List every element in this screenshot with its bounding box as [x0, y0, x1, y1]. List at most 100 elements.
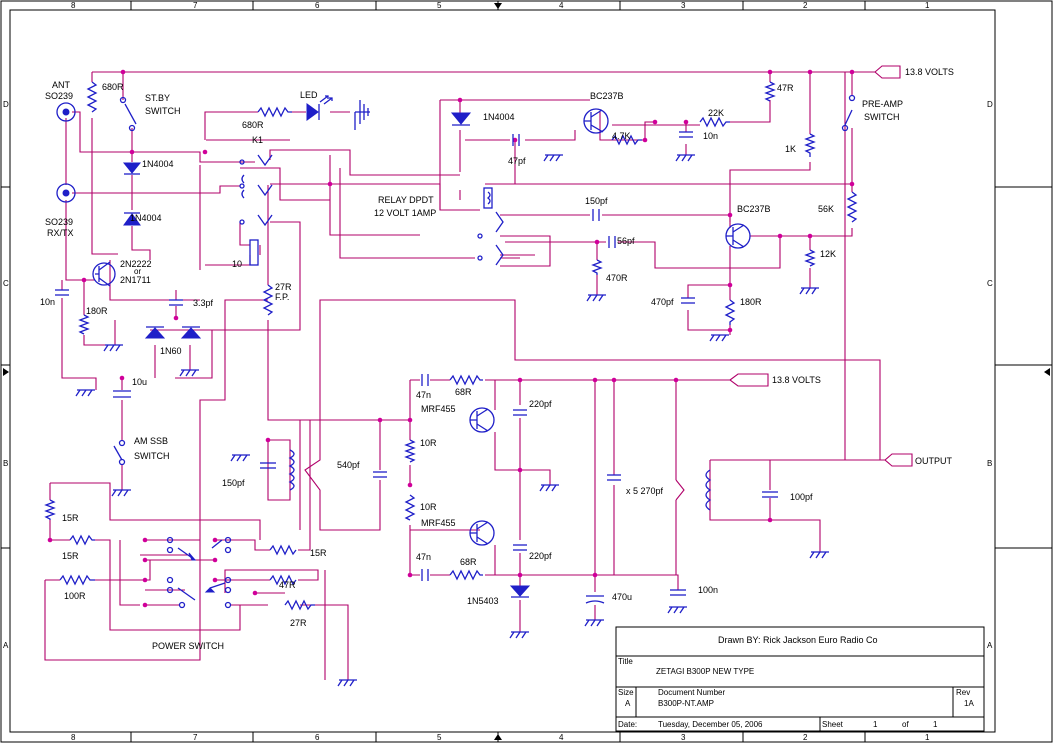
junction — [849, 69, 855, 75]
zone-bottom-2: 2 — [803, 733, 808, 742]
junction — [512, 137, 518, 143]
zone-bottom-1: 1 — [925, 733, 930, 742]
label-27r-fp: 27R — [275, 282, 292, 292]
wiring — [44, 71, 885, 680]
ground-symbol — [709, 334, 729, 342]
date-value: Tuesday, December 05, 2006 — [658, 720, 763, 729]
sheet-total: 1 — [933, 720, 938, 729]
capacitor-10n-left — [55, 289, 69, 296]
power-flag-top — [874, 65, 901, 79]
junction — [81, 277, 87, 283]
zone-top-6: 6 — [315, 1, 320, 10]
title-value: ZETAGI B300P NEW TYPE — [656, 667, 754, 676]
amssb-switch — [113, 439, 126, 466]
capacitor-10n-top — [679, 131, 693, 138]
output-flag — [884, 453, 913, 467]
power-switch-rotary — [166, 536, 232, 609]
label-power-switch: POWER SWITCH — [152, 641, 224, 651]
rev-value: 1A — [964, 699, 974, 708]
resistor-27r-bottom — [284, 599, 315, 611]
label-13-8v-top: 13.8 VOLTS — [905, 67, 954, 77]
junction — [517, 377, 523, 383]
junction-dots — [47, 69, 855, 608]
diode-1n4004-lower — [123, 212, 141, 226]
resistor-180r-mid — [724, 299, 736, 325]
ground-symbol — [584, 619, 604, 627]
junction — [120, 69, 126, 75]
capacitor-47n-bottom — [421, 569, 429, 581]
label-10u: 10u — [132, 377, 147, 387]
resistor-68r-top — [449, 374, 483, 386]
ground-symbol — [354, 100, 370, 130]
label-fp: F.P. — [275, 292, 289, 302]
resistor-100r — [59, 574, 95, 586]
junction — [683, 119, 689, 125]
junction — [592, 377, 598, 383]
sheet-value: 1 — [873, 720, 878, 729]
zone-top-4: 4 — [559, 1, 564, 10]
resistor-22k — [699, 116, 730, 128]
junction — [517, 467, 523, 473]
junction — [119, 375, 125, 381]
led — [306, 95, 333, 121]
date-label: Date: — [618, 720, 637, 729]
label-amssb-switch: SWITCH — [134, 451, 170, 461]
junction — [202, 149, 208, 155]
ground-symbol — [586, 294, 606, 302]
ground-symbol — [809, 551, 829, 559]
ground-symbol — [337, 679, 357, 687]
label-preamp: PRE-AMP — [862, 99, 903, 109]
zone-top-2: 2 — [803, 1, 808, 10]
resistor-27r-fp — [262, 284, 274, 316]
label-k1: K1 — [252, 135, 263, 145]
preamp-switch — [841, 94, 856, 132]
label-47n-b: 47n — [416, 552, 431, 562]
label-27r-b: 27R — [290, 618, 307, 628]
ground-symbol — [667, 606, 687, 614]
zone-left-b: B — [3, 459, 8, 468]
label-rxtx: RX/TX — [47, 228, 74, 238]
junction — [457, 97, 463, 103]
diode-1n4004-relay — [450, 112, 472, 126]
of-label: of — [902, 720, 909, 729]
label-100pf: 100pf — [790, 492, 813, 502]
zone-top-8: 8 — [71, 1, 76, 10]
diode-1n60-left — [144, 326, 166, 339]
junction — [767, 69, 773, 75]
standby-switch — [119, 96, 137, 132]
label-stby: ST.BY — [145, 93, 170, 103]
capacitor-470u — [585, 595, 605, 604]
components — [44, 65, 913, 687]
zone-top-7: 7 — [193, 1, 198, 10]
size-label: Size — [618, 688, 634, 697]
junction — [611, 377, 617, 383]
zone-right-a: A — [987, 641, 993, 650]
capacitor-150pf-left — [260, 462, 276, 469]
label-ant: ANT — [52, 80, 71, 90]
label-470r: 470R — [606, 273, 628, 283]
junction — [517, 572, 523, 578]
junction — [142, 557, 148, 563]
label-680r-mid: 680R — [242, 120, 264, 130]
ground-symbol — [111, 489, 131, 497]
label-220pf-a: 220pf — [529, 399, 552, 409]
label-mrf455-b: MRF455 — [421, 518, 456, 528]
label-12k: 12K — [820, 249, 836, 259]
label-1n4004-a: 1N4004 — [142, 159, 174, 169]
junction — [407, 417, 413, 423]
junction — [592, 572, 598, 578]
resistor-1k — [804, 133, 816, 157]
label-10r-b: 10R — [420, 502, 437, 512]
power-flag-mid — [729, 373, 769, 387]
junction — [142, 577, 148, 583]
label-relay-dpdt: RELAY DPDT — [378, 195, 434, 205]
resistor-68r-bottom — [449, 569, 483, 581]
label-led: LED — [300, 90, 318, 100]
inductor-output — [705, 469, 712, 511]
ground-symbol — [230, 454, 250, 462]
relay-k1 — [239, 154, 273, 266]
label-bc237b-mid: BC237B — [737, 204, 771, 214]
resistor-12k — [804, 249, 816, 267]
label-mrf455-a: MRF455 — [421, 404, 456, 414]
pa-zig-right — [675, 479, 685, 501]
